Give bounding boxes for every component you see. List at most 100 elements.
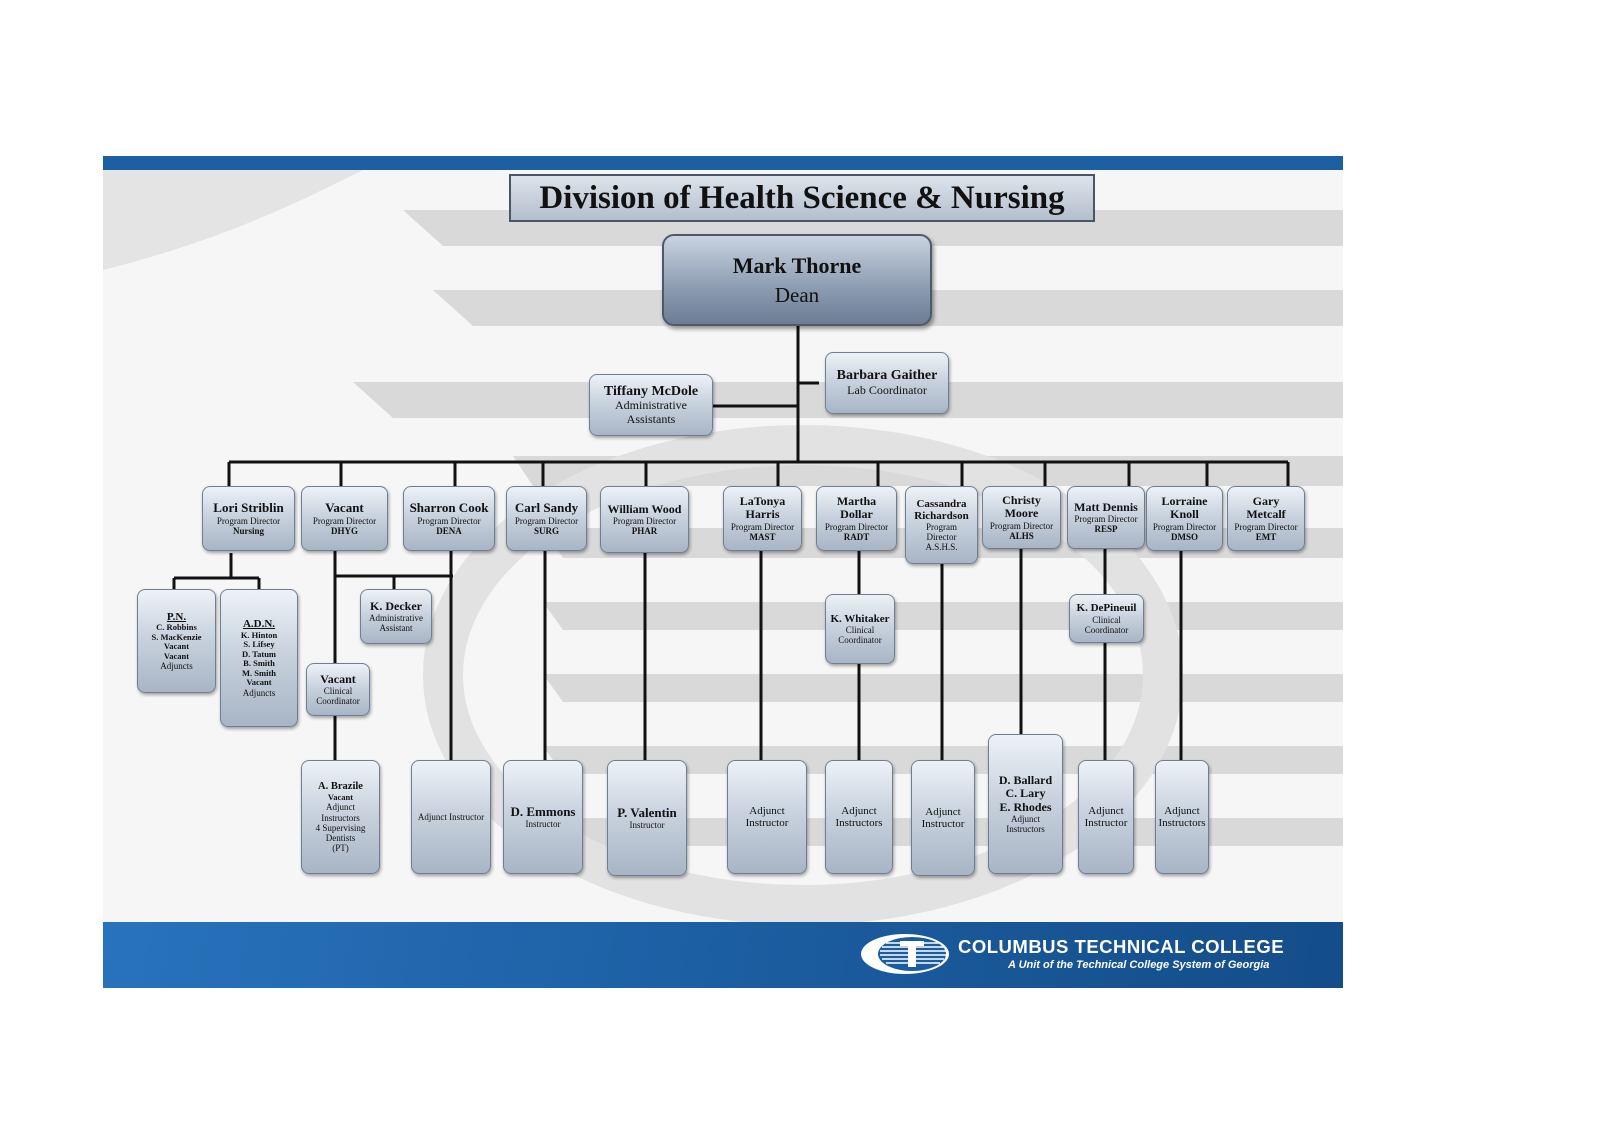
instructor-name: A. Brazile [318, 781, 363, 793]
top-banner [103, 156, 1343, 170]
director-program: A.S.H.S. [925, 542, 958, 553]
pn-heading: P.N. [166, 610, 187, 623]
org-chart: Division of Health Science & Nursing Mar… [103, 156, 1343, 988]
director-program: ALHS [1009, 530, 1034, 541]
director-role: Program Director [989, 520, 1054, 531]
adn-member: Vacant [246, 677, 272, 688]
pn-box: P.N. C. Robbins S. MacKenzie Vacant Vaca… [137, 589, 216, 693]
director-dollar: Martha Dollar Program Director RADT [816, 486, 897, 551]
instructor-role: Adjunct [925, 805, 961, 818]
knoll-adjunct-box: Adjunct Instructors [1155, 760, 1209, 874]
director-program: RESP [1094, 524, 1118, 535]
director-name: Cassandra [916, 497, 967, 510]
director-role: Program [926, 522, 957, 533]
director-role: Program Director [1152, 521, 1217, 532]
admin-role-1: Administrative [615, 398, 687, 413]
instructor-role: Instructor [745, 817, 789, 829]
adn-box: A.D.N. K. Hinton S. Lifsey D. Tatum B. S… [220, 589, 298, 727]
moore-team-box: D. Ballard C. Lary E. Rhodes Adjunct Ins… [988, 734, 1063, 874]
richardson-adjunct-box: Adjunct Instructor [911, 760, 975, 876]
coordinator-role: Clinical [845, 625, 875, 636]
instructor-role: Adjunct [749, 804, 785, 817]
instructor-name: E. Rhodes [999, 799, 1052, 814]
instructor-role: 4 Supervising [315, 822, 366, 833]
adn-member: K. Hinton [240, 629, 278, 640]
instructor-name: P. Valentin [617, 804, 677, 820]
dean-name: Mark Thorne [732, 252, 862, 278]
director-name: Lorraine [1161, 493, 1208, 508]
coordinator-role: Coordinator [838, 635, 882, 646]
coordinator-role: Clinical [1092, 614, 1121, 625]
instructor-role: Instructor [1084, 817, 1128, 829]
director-program: DMSO [1171, 531, 1198, 542]
director-role: Program Director [216, 515, 281, 526]
admin-name: Tiffany McDole [603, 383, 699, 399]
director-wood: William Wood Program Director PHAR [600, 486, 689, 553]
director-role: Program Director [730, 521, 795, 532]
director-dennis: Matt Dennis Program Director RESP [1067, 486, 1145, 549]
coordinator-name: Vacant [320, 671, 356, 686]
adn-member: S. Lifsey [243, 639, 275, 650]
director-program: MAST [749, 531, 776, 542]
director-role: Program Director [1234, 521, 1298, 532]
director-name: Martha [836, 493, 877, 508]
director-name: Richardson [914, 509, 969, 522]
harris-adjunct-box: Adjunct Instructor [727, 760, 807, 874]
instructor-role: Instructor [525, 819, 561, 830]
director-harris: LaTonya Harris Program Director MAST [723, 486, 802, 551]
director-name: Harris [745, 507, 780, 522]
instructor-role: Adjunct [841, 804, 877, 817]
director-program: PHAR [631, 526, 658, 537]
depineuil-box: K. DePineuil Clinical Coordinator [1069, 594, 1144, 643]
decker-name: K. Decker [370, 598, 422, 613]
connector-lines [172, 320, 1290, 760]
adn-heading: A.D.N. [242, 618, 276, 631]
pn-member: S. MacKenzie [151, 631, 202, 642]
director-name: Gary [1252, 493, 1280, 508]
adn-member: B. Smith [243, 658, 275, 669]
director-program: SURG [533, 525, 559, 536]
instructor-role: (PT) [332, 842, 349, 853]
instructor-role: Dentists [325, 832, 356, 843]
director-role: Program Director [417, 515, 481, 526]
admin-role-2: Assistants [626, 411, 676, 426]
director-striblin: Lori Striblin Program Director Nursing [202, 486, 295, 551]
lab-role: Lab Coordinator [847, 383, 927, 398]
pn-member: Vacant [163, 650, 190, 661]
director-name: Knoll [1170, 507, 1199, 522]
dean-box: Mark Thorne Dean [662, 234, 932, 326]
director-name: Vacant [325, 500, 364, 516]
director-sandy: Carl Sandy Program Director SURG [506, 486, 587, 551]
director-name: Sharron Cook [409, 500, 489, 516]
director-role: Program Director [824, 521, 889, 532]
pn-member: Vacant [163, 641, 190, 652]
coordinator-name: K. Whitaker [830, 612, 890, 625]
college-name: COLUMBUS TECHNICAL COLLEGE [958, 936, 1285, 957]
instructor-role: Instructors [1006, 824, 1045, 835]
instructor-role: Instructor [629, 820, 665, 831]
instructor-role: Adjunct Instructor [417, 811, 485, 822]
adn-member: D. Tatum [241, 648, 276, 659]
director-richardson: Cassandra Richardson Program Director A.… [905, 486, 978, 564]
director-metcalf: Gary Metcalf Program Director EMT [1227, 486, 1305, 551]
director-program: EMT [1255, 531, 1277, 542]
college-tagline: A Unit of the Technical College System o… [1008, 959, 1270, 971]
pn-footer: Adjuncts [160, 661, 193, 672]
pn-member: C. Robbins [156, 622, 197, 633]
instructor-name: D. Ballard [998, 772, 1053, 787]
instructor-role: Instructor [921, 818, 965, 830]
director-program: Nursing [232, 525, 264, 536]
valentin-box: P. Valentin Instructor [607, 760, 687, 876]
decker-role: Assistant [379, 623, 413, 634]
director-name: Metcalf [1246, 507, 1286, 522]
coordinator-role: Coordinator [316, 696, 360, 707]
director-cook: Sharron Cook Program Director DENA [403, 486, 495, 551]
whitaker-box: K. Whitaker Clinical Coordinator [825, 594, 895, 664]
director-name: Moore [1004, 506, 1039, 521]
director-vacant-dhyg: Vacant Program Director DHYG [301, 486, 388, 551]
director-role: Program Director [612, 516, 677, 527]
director-name: Dollar [840, 507, 873, 522]
director-program: RADT [843, 531, 870, 542]
director-role: Program Director [514, 515, 579, 526]
instructor-role: Instructors [835, 817, 883, 829]
